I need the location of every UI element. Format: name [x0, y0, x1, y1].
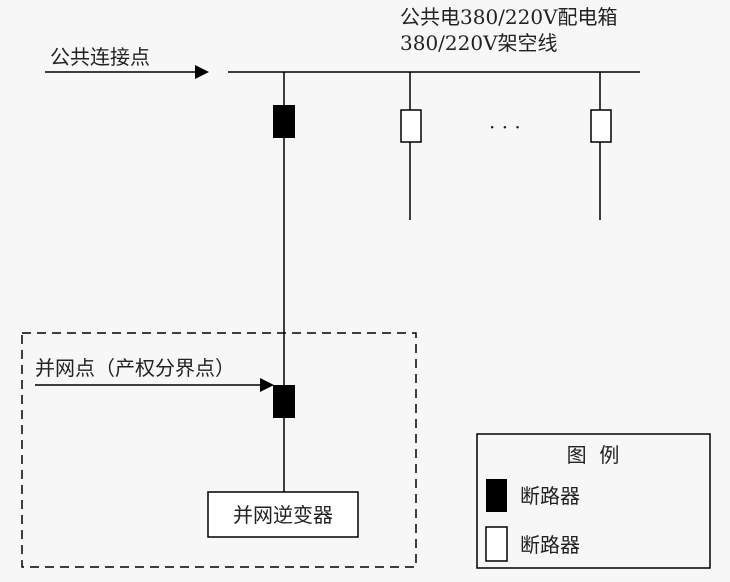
pcc-arrow-head	[195, 65, 209, 79]
inverter-label: 并网逆变器	[233, 503, 333, 527]
inverter-box	[207, 491, 359, 538]
grid-point-arrow-head	[260, 378, 274, 392]
breaker-closed-main	[273, 105, 295, 138]
grid-point-label: 并网点（产权分界点）	[35, 356, 235, 380]
legend-closed-breaker-label: 断路器	[520, 484, 580, 508]
legend-closed-breaker-icon	[486, 479, 507, 512]
legend-open-breaker-label: 断路器	[520, 533, 580, 557]
legend-open-breaker-icon	[485, 526, 508, 562]
legend-box	[476, 433, 711, 569]
breaker-closed-grid-point	[273, 385, 295, 418]
legend-title: 图 例	[567, 443, 620, 467]
breaker-open-2	[400, 109, 422, 143]
grid-connection-boundary	[21, 332, 417, 568]
public-box-label: 公共电380/220V配电箱	[400, 5, 618, 29]
legend: 图 例 断路器 断路器	[476, 433, 711, 569]
breaker-open-3	[590, 109, 612, 143]
overhead-line-label: 380/220V架空线	[400, 31, 558, 55]
pcc-label: 公共连接点	[50, 45, 150, 69]
ellipsis: · · ·	[489, 115, 521, 139]
